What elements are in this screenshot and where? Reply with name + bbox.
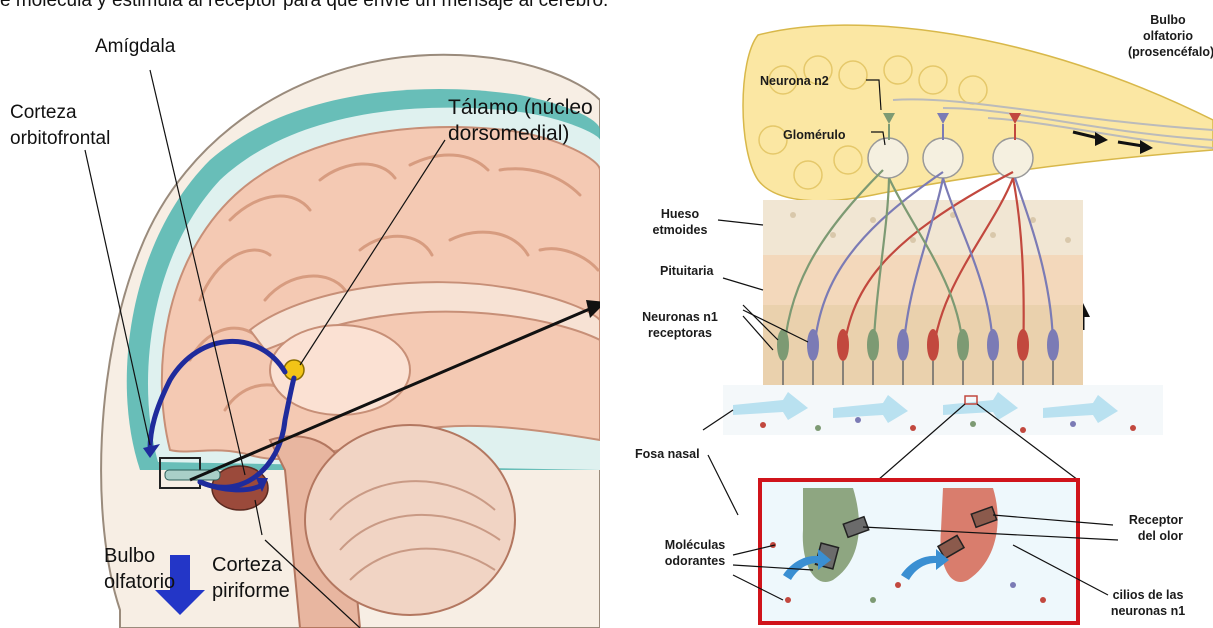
label-cilia: cilios de las neuronas n1: [1093, 587, 1203, 619]
cerebellum: [305, 425, 515, 615]
label-ethmoid-bone: Hueso etmoides: [640, 206, 720, 238]
label-amygdala: Amígdala: [95, 34, 175, 60]
label-neuron-n2: Neurona n2: [760, 73, 829, 89]
label-odorant-molecules: Moléculas odorantes: [650, 537, 740, 569]
label-nasal-cavity: Fosa nasal: [635, 446, 700, 462]
label-orbitofrontal-cortex: Corteza orbitofrontal: [10, 100, 110, 152]
label-thalamus: Tálamo (núcleo dorsomedial): [448, 95, 593, 147]
label-glomerulus: Glomérulo: [783, 127, 846, 143]
label-pituitary: Pituitaria: [660, 263, 714, 279]
label-olfactory-bulb-right: Bulbo olfatorio (prosencéfalo): [1128, 12, 1208, 60]
label-receptor-neurons: Neuronas n1 receptoras: [630, 309, 730, 341]
glomeruli: [868, 138, 1033, 178]
label-olfactory-bulb-left: Bulbo olfatorio: [104, 543, 175, 595]
label-piriform-cortex: Corteza piriforme: [212, 552, 290, 604]
label-odor-receptor: Receptor del olor: [1103, 512, 1183, 544]
